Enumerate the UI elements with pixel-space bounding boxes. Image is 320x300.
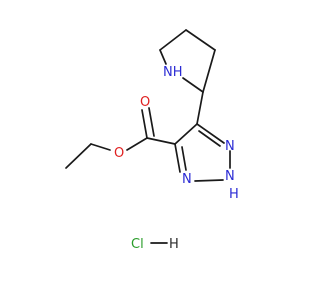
carbonyl-oxygen-label: O	[140, 95, 150, 110]
bond-c5t-n	[196, 123, 225, 144]
triazole-n3-label: N	[225, 139, 235, 154]
hcl-hydrogen-label: H	[169, 237, 179, 252]
ester-oxygen-label: O	[114, 146, 124, 161]
bond-c5-n1	[159, 49, 167, 65]
bond-c-o-double-b	[148, 107, 155, 137]
bond-o-ch2	[90, 143, 111, 151]
bond-n1-c2	[182, 77, 204, 93]
bond-c3-c4	[185, 29, 216, 51]
bond-nh-n	[194, 179, 224, 182]
bond-c5t-c4t	[174, 123, 198, 145]
structure-drawing: NH O O N N H N Cl H	[65, 29, 239, 252]
bond-c2-c5t	[196, 91, 204, 125]
molecule-canvas: NH O O N N H N Cl H	[65, 29, 239, 252]
triazole-n2h-hydrogen-label: H	[229, 187, 239, 202]
pyrrolidine-nh-label: NH	[163, 65, 183, 80]
bond-c5t-n-double	[198, 130, 221, 147]
bond-c4t-cester	[146, 137, 176, 145]
bond-c-o-double-a	[141, 109, 148, 139]
bond-ch2-ch3	[65, 143, 92, 169]
bond-c4-c5	[159, 29, 187, 51]
bond-n-c4t	[174, 143, 181, 173]
triazole-n2h-label: N	[225, 169, 235, 184]
triazole-n1-label: N	[182, 172, 192, 187]
bond-c2-c3	[202, 49, 216, 93]
bond-n-c4t-double	[181, 146, 187, 171]
hcl-chlorine-label: Cl	[131, 237, 144, 252]
bond-c-o-single	[126, 137, 148, 151]
